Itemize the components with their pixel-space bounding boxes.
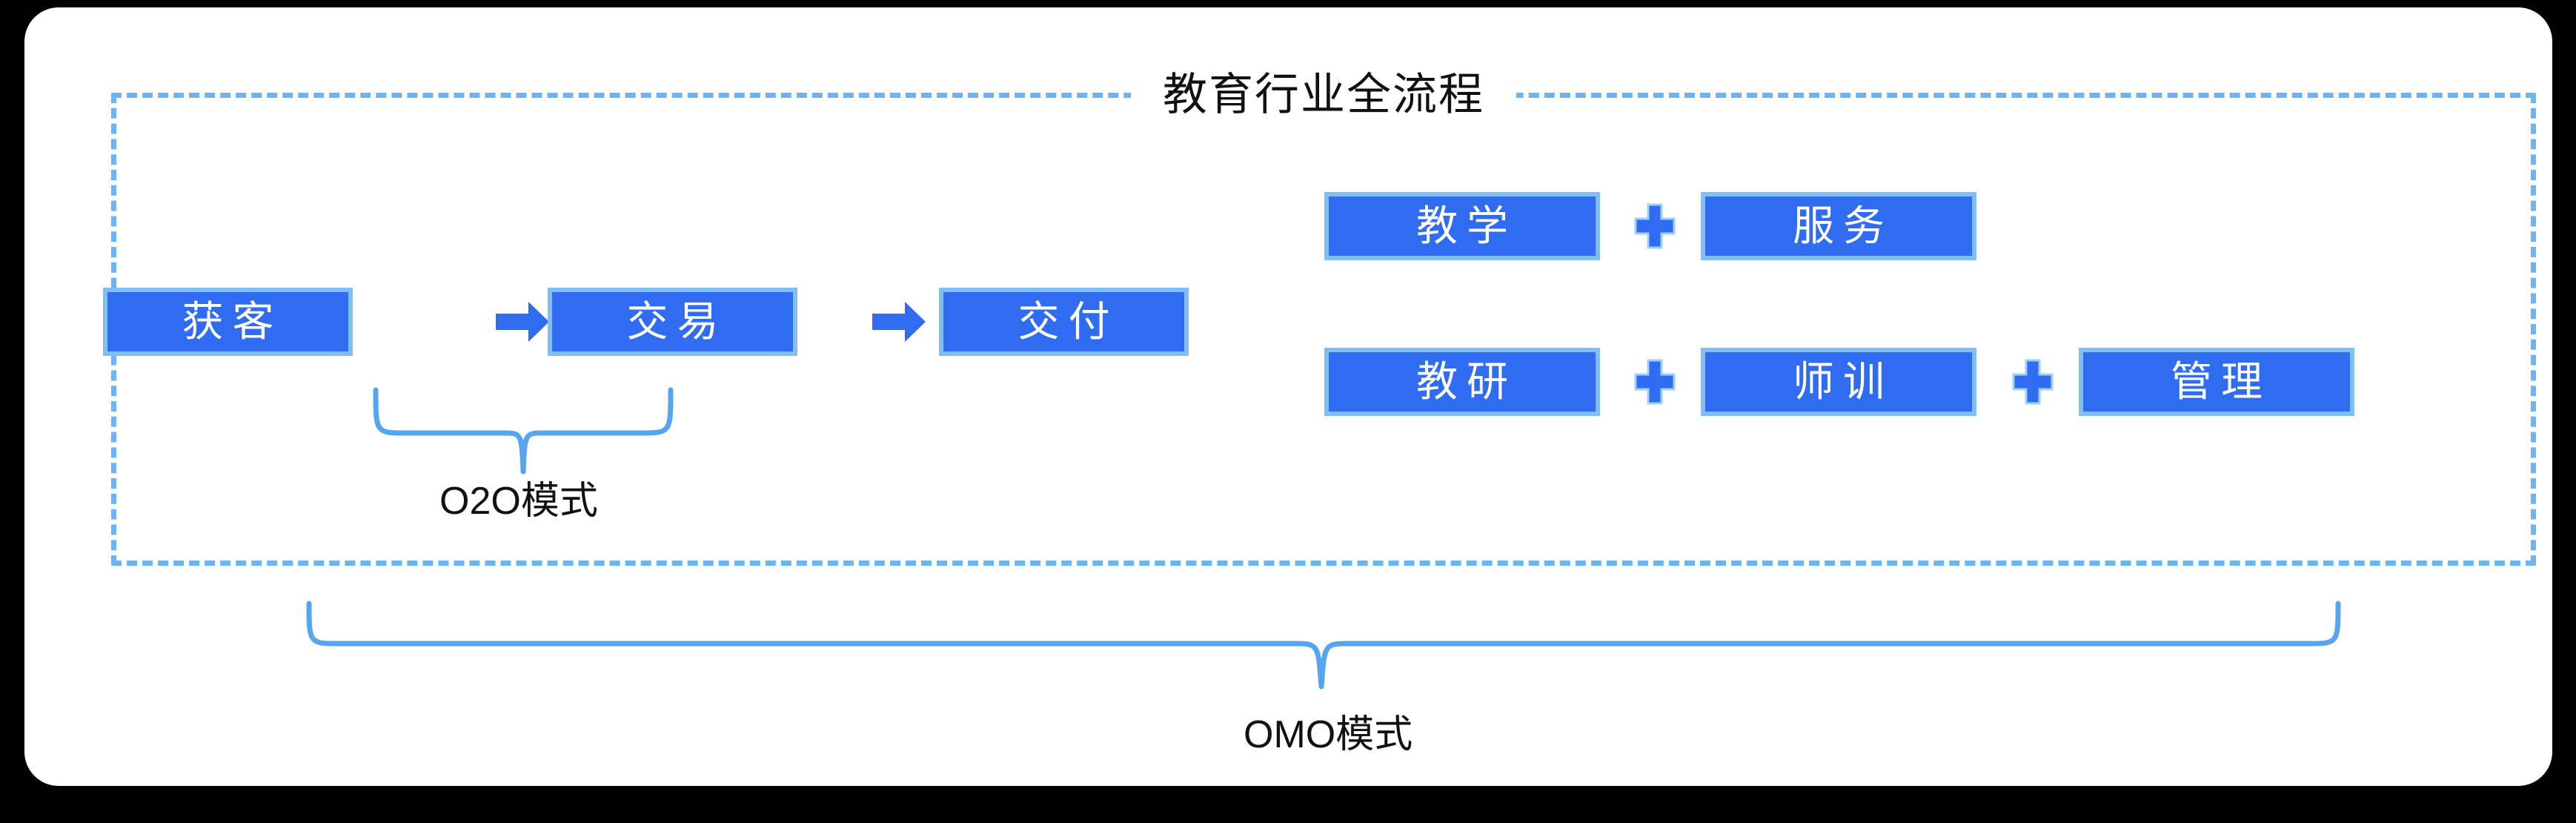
arrow-right-icon <box>494 299 551 345</box>
capability-label: 师训 <box>1793 358 1893 405</box>
group-title: 教育行业全流程 <box>1131 67 1516 123</box>
capability-jiaoyan[interactable]: 教研 <box>1324 348 1600 416</box>
brace-label-o2o: O2O模式 <box>439 480 598 523</box>
brace-label-omo: OMO模式 <box>1244 713 1413 756</box>
curly-brace-down-icon-o2o <box>371 387 675 475</box>
flow-step-label: 交易 <box>626 298 728 345</box>
capability-jiaoxue[interactable]: 教学 <box>1324 192 1600 260</box>
plus-cross-icon <box>2012 359 2054 405</box>
flow-step-jiaofu[interactable]: 交付 <box>939 288 1189 356</box>
capability-label: 教研 <box>1416 358 1517 405</box>
flow-step-label: 获客 <box>182 298 283 345</box>
diagram-card: 教育行业全流程 获客 交易 交付 教学 <box>24 7 2552 786</box>
arrow-right-icon <box>871 299 927 345</box>
capability-label: 管理 <box>2171 358 2271 405</box>
capability-label: 教学 <box>1416 202 1517 249</box>
capability-guanli[interactable]: 管理 <box>2079 348 2354 416</box>
plus-cross-icon <box>1634 203 1676 249</box>
curly-brace-down-icon-omo <box>305 601 2343 690</box>
plus-cross-icon <box>1634 359 1676 405</box>
flow-step-huoke[interactable]: 获客 <box>103 288 353 356</box>
flow-step-label: 交付 <box>1018 298 1119 345</box>
capability-fuwu[interactable]: 服务 <box>1701 192 1976 260</box>
flow-step-jiaoyi[interactable]: 交易 <box>548 288 797 356</box>
capability-label: 服务 <box>1793 202 1893 249</box>
capability-shixun[interactable]: 师训 <box>1701 348 1976 416</box>
